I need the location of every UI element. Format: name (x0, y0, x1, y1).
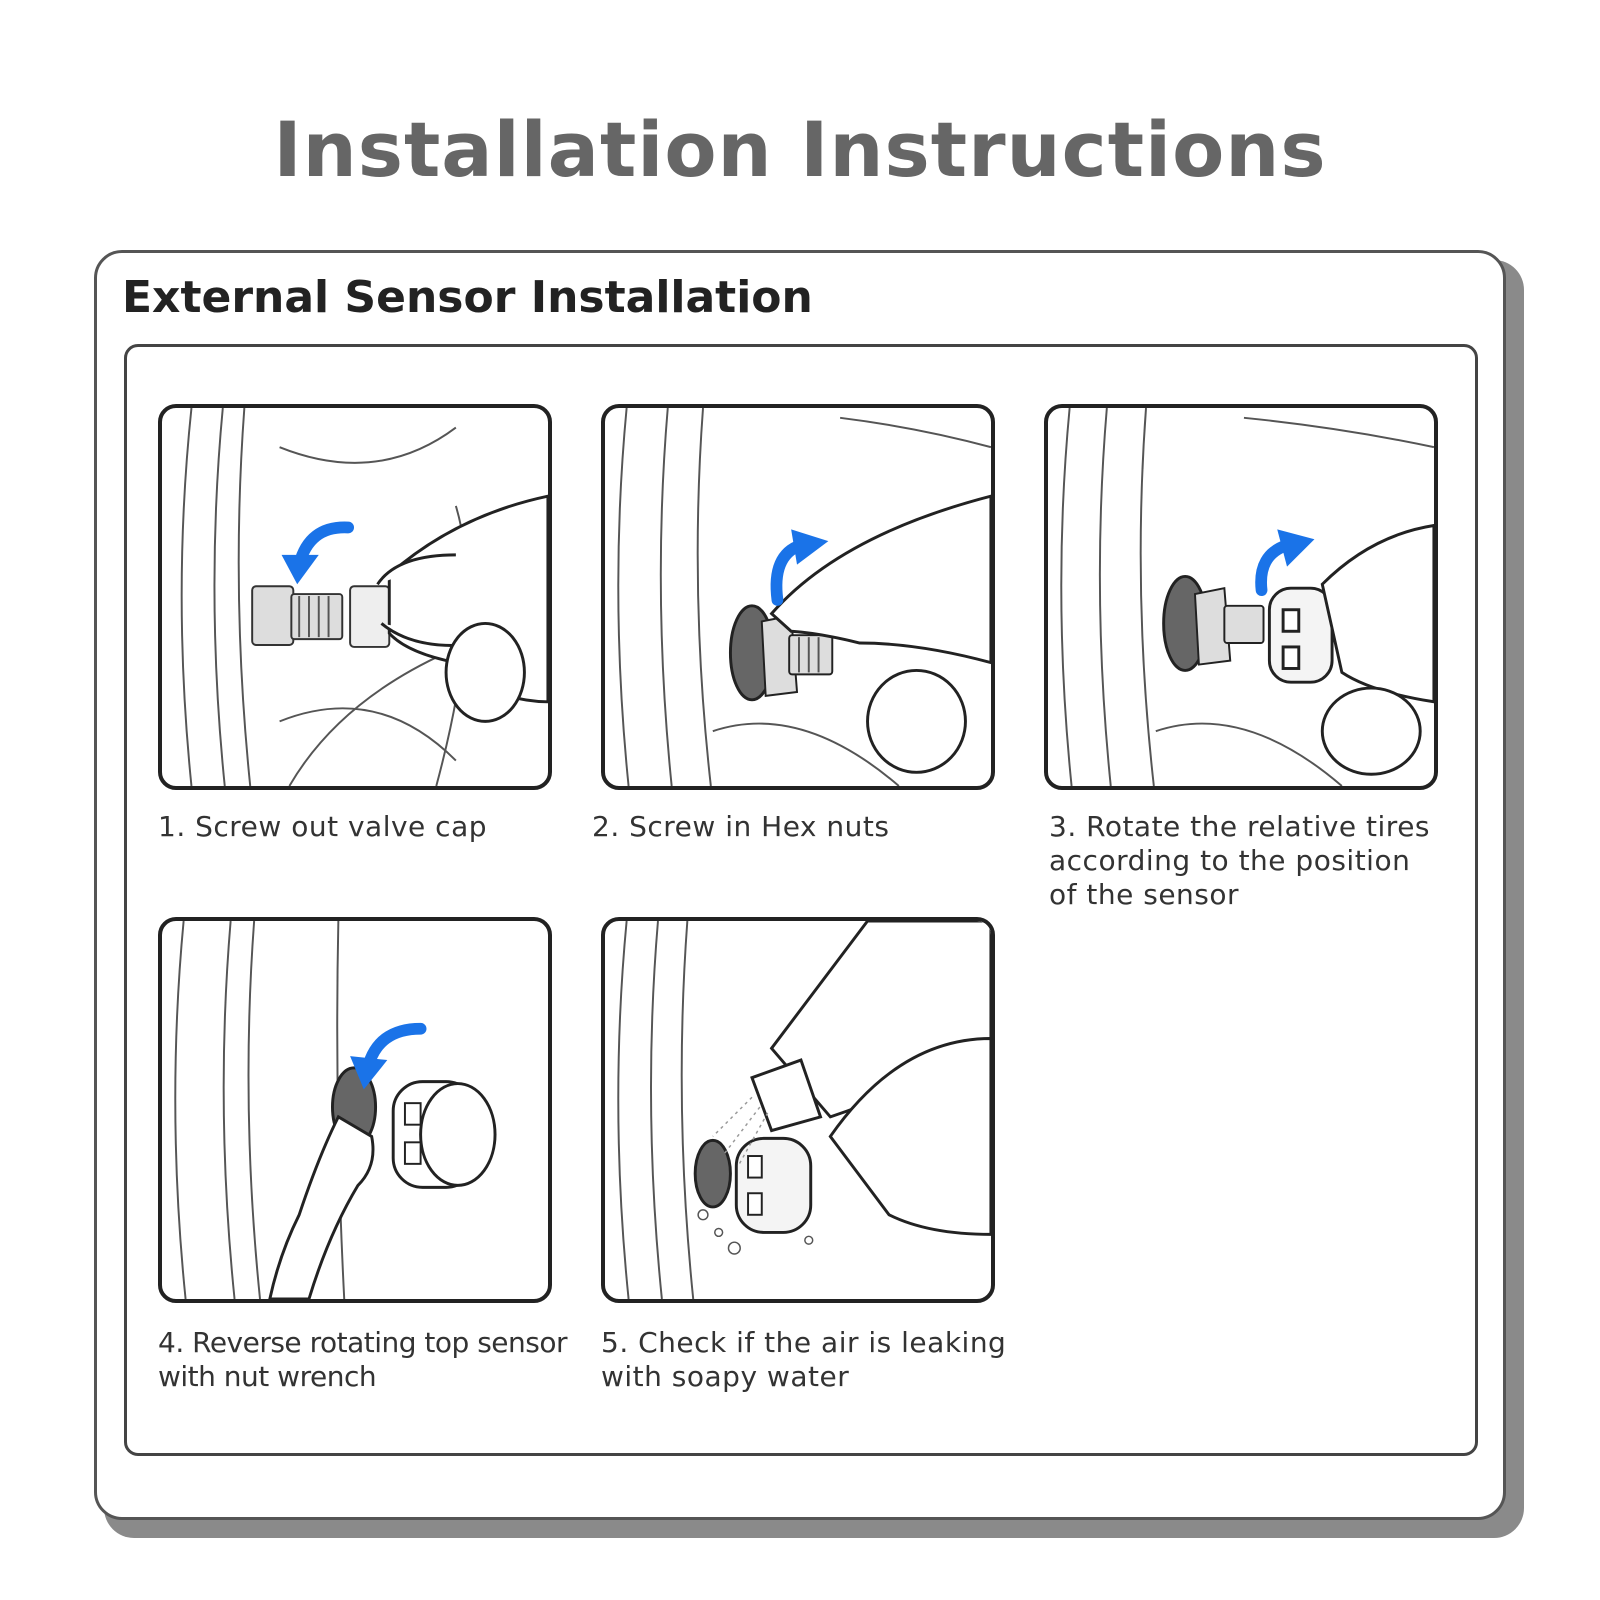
caption-line: 3. Rotate the relative tires (1049, 810, 1431, 843)
caption-line: with nut wrench (158, 1360, 377, 1393)
step-2-caption: 2. Screw in Hex nuts (592, 810, 1012, 844)
caption-line: 1. Screw out valve cap (158, 810, 487, 843)
caption-line: according to the position (1049, 844, 1411, 877)
sensor-rotate-image (1060, 408, 1434, 786)
step-5-illustration (601, 917, 995, 1303)
step-2-illustration (601, 404, 995, 790)
step-3-caption: 3. Rotate the relative tires according t… (1049, 810, 1489, 912)
caption-line: 5. Check if the air is leaking (601, 1326, 1007, 1359)
step-3-illustration (1044, 404, 1438, 790)
step-4-illustration (158, 917, 552, 1303)
page-title: Installation Instructions (273, 105, 1327, 194)
hex-nut-install-image (617, 408, 991, 786)
wrench-tighten-image (174, 921, 497, 1299)
step-1-illustration (158, 404, 552, 790)
caption-line: with soapy water (601, 1360, 850, 1393)
step-1-caption: 1. Screw out valve cap (158, 810, 578, 844)
section-title: External Sensor Installation (122, 272, 813, 323)
caption-line: 4. Reverse rotating top sensor (158, 1326, 567, 1359)
caption-line: 2. Screw in Hex nuts (592, 810, 890, 843)
caption-line: of the sensor (1049, 878, 1240, 911)
step-5-caption: 5. Check if the air is leaking with soap… (601, 1326, 1041, 1394)
step-4-caption: 4. Reverse rotating top sensor with nut … (158, 1326, 588, 1394)
soapy-water-check-image (617, 921, 991, 1299)
valve-cap-removal-image (180, 408, 548, 786)
